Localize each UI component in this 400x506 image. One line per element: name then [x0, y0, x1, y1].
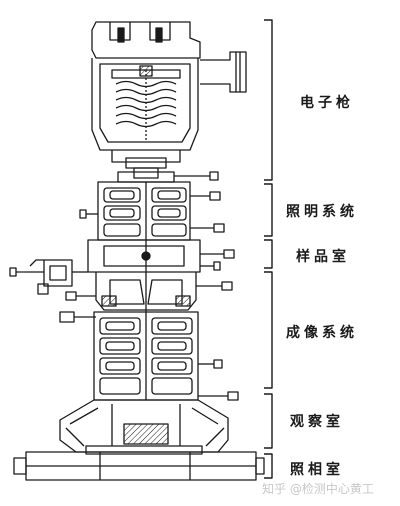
label-illumination-system: 照明系统 — [286, 204, 358, 220]
electron-gun-assembly — [91, 21, 247, 183]
label-imaging-system: 成像系统 — [286, 325, 358, 341]
sample-chamber-assembly — [9, 239, 235, 295]
illumination-lens-stack — [79, 181, 225, 241]
label-observation-chamber: 观察室 — [290, 414, 344, 430]
camera-chamber-assembly — [13, 445, 265, 481]
accelerator-rings — [111, 65, 181, 140]
label-electron-gun: 电子枪 — [300, 95, 354, 111]
watermark-text: 知乎 @检测中心黄工 — [262, 482, 374, 496]
label-sample-chamber: 样品室 — [296, 249, 350, 265]
imaging-lens-stack — [59, 272, 239, 401]
section-brackets — [264, 19, 273, 479]
observation-chamber-assembly — [59, 399, 229, 453]
label-camera-chamber: 照相室 — [290, 462, 344, 478]
